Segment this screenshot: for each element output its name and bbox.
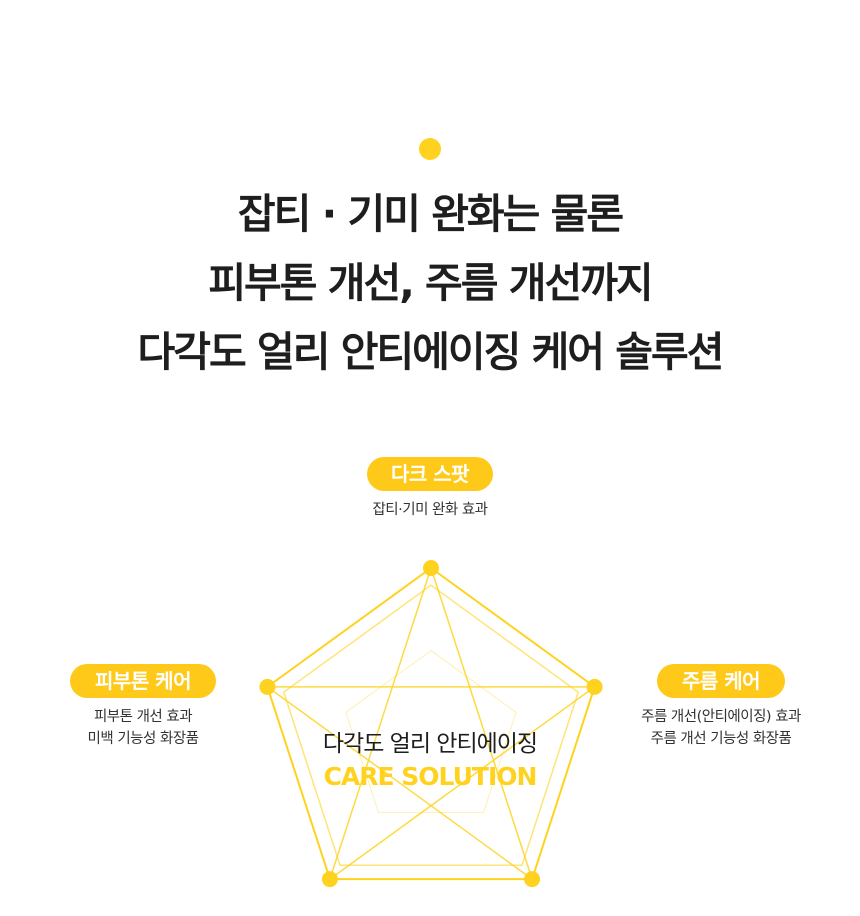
radar-vertex-marker	[423, 560, 439, 576]
dark-spot-badge: 다크 스팟	[367, 457, 493, 491]
dark-spot-description: 잡티·기미 완화 효과	[330, 499, 530, 521]
wrinkle-care-desc-line-1: 주름 개선(안티에이징) 효과	[641, 709, 801, 725]
skin-tone-desc-line-1: 피부톤 개선 효과	[93, 709, 193, 725]
radar-vertex-marker	[259, 678, 276, 695]
skin-tone-description: 피부톤 개선 효과 미백 기능성 화장품	[43, 706, 243, 750]
center-title: 다각도 얼리 안티에이징	[322, 731, 538, 757]
radar-star-line	[266, 686, 533, 880]
wrinkle-care-desc-line-2: 주름 개선 기능성 화장품	[650, 731, 792, 747]
radar-vertex-marker	[586, 678, 603, 695]
radar-outer-pentagon	[266, 566, 596, 881]
radar-inner-pentagon	[345, 649, 517, 813]
radar-vertex-marker	[321, 871, 338, 888]
radar-star-line	[430, 567, 533, 880]
radar-star-line	[329, 567, 432, 880]
accent-dot	[419, 138, 441, 160]
skin-tone-badge: 피부톤 케어	[70, 664, 216, 698]
skin-tone-desc-line-2: 미백 기능성 화장품	[87, 731, 199, 747]
radar-markers	[259, 560, 603, 888]
radar-frame	[266, 566, 596, 881]
wrinkle-care-badge: 주름 케어	[657, 664, 785, 698]
dark-spot-desc-line-1: 잡티·기미 완화 효과	[372, 502, 488, 518]
radar-vertex-marker	[524, 871, 541, 888]
headline-line-3: 다각도 얼리 안티에이징 케어 솔루션	[137, 328, 725, 376]
center-subtitle: CARE SOLUTION	[323, 762, 538, 791]
radar-middle-pentagon	[282, 584, 580, 866]
headline: 잡티 · 기미 완화는 물론 피부톤 개선, 주름 개선까지 다각도 얼리 안티…	[0, 180, 860, 387]
headline-line-2: 피부톤 개선, 주름 개선까지	[208, 259, 653, 307]
wrinkle-care-description: 주름 개선(안티에이징) 효과 주름 개선 기능성 화장품	[611, 706, 831, 750]
headline-line-1: 잡티 · 기미 완화는 물론	[237, 190, 624, 238]
radar-star-line	[329, 686, 596, 880]
